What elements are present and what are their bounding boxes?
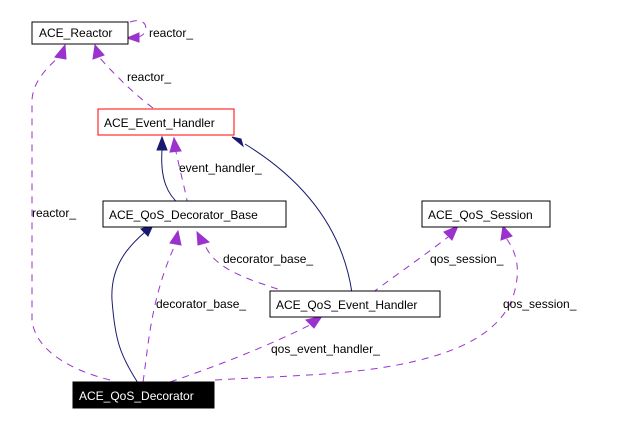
node-ace-qos-session[interactable]: ACE_QoS_Session xyxy=(421,200,551,228)
node-ace-qos-decorator[interactable]: ACE_QoS_Decorator xyxy=(72,381,215,409)
arrowhead-usage-event-handler xyxy=(169,136,182,153)
arrowhead-usage-reactor-self xyxy=(125,32,140,43)
edge-label-qos-session-from-qeh: qos_session_ xyxy=(430,252,504,266)
arrowhead-usage-reactor-2 xyxy=(54,43,67,60)
node-ace-event-handler[interactable]: ACE_Event_Handler xyxy=(97,108,235,136)
edge-inherit-base-to-event-handler xyxy=(161,149,181,206)
arrowhead-inherit-event-handler-2 xyxy=(231,136,244,148)
edge-usage-decorator-to-qeh xyxy=(169,324,311,383)
arrowhead-usage-qeh xyxy=(305,315,324,329)
edge-label-decorator-base-from-qeh: decorator_base_ xyxy=(223,252,313,266)
edge-usage-qeh-to-base xyxy=(204,244,291,294)
arrowhead-usage-qos-session-1 xyxy=(443,225,459,241)
node-label: ACE_QoS_Session xyxy=(428,208,533,222)
edge-label-reactor-from-decorator: reactor_ xyxy=(32,206,76,220)
edge-usage-decorator-to-base xyxy=(142,244,176,383)
arrowhead-usage-base-1 xyxy=(169,229,182,246)
edge-usage-event-handler-to-reactor xyxy=(99,57,154,109)
edge-inherit-decorator-to-base xyxy=(111,231,146,384)
edge-label-qeh-from-decorator: qos_event_handler_ xyxy=(271,342,380,356)
node-label: ACE_QoS_Decorator xyxy=(79,389,194,403)
node-label: ACE_Event_Handler xyxy=(104,116,215,130)
arrowhead-usage-qos-session-2 xyxy=(500,224,513,241)
edge-label-qos-session-from-decorator: qos_session_ xyxy=(503,297,577,311)
node-label: ACE_QoS_Decorator_Base xyxy=(109,208,258,222)
node-ace-reactor[interactable]: ACE_Reactor xyxy=(31,21,129,45)
edge-usage-base-to-event-handler xyxy=(175,151,189,206)
arrowhead-usage-reactor-1 xyxy=(92,43,105,60)
arrowhead-usage-base-2 xyxy=(196,230,211,246)
edge-label-event-handler-from-base: event_handler_ xyxy=(179,161,262,175)
node-ace-qos-decorator-base[interactable]: ACE_QoS_Decorator_Base xyxy=(102,200,287,228)
node-label: ACE_Reactor xyxy=(39,26,112,40)
arrowhead-inherit-event-handler-1 xyxy=(156,135,168,151)
edge-usage-decorator-to-reactor xyxy=(31,55,111,381)
edge-label-reactor-from-event-handler: reactor_ xyxy=(127,70,171,84)
edge-label-decorator-base-from-decorator: decorator_base_ xyxy=(156,297,246,311)
edge-label-reactor-self: reactor_ xyxy=(149,26,193,40)
edge-inherit-qeh-to-event-handler xyxy=(244,143,353,294)
node-label: ACE_QoS_Event_Handler xyxy=(276,298,417,312)
node-ace-qos-event-handler[interactable]: ACE_QoS_Event_Handler xyxy=(269,290,441,318)
